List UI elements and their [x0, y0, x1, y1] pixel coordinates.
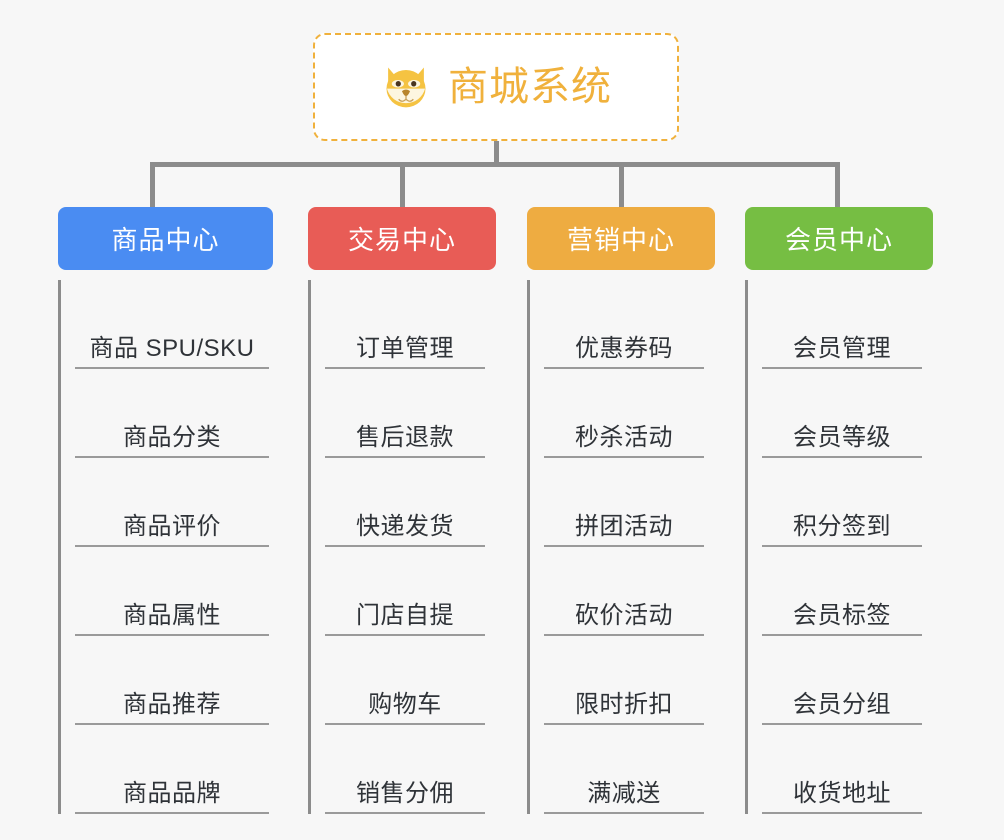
leaf-item[interactable]: 满减送	[544, 725, 704, 814]
leaf-label: 商品属性	[123, 602, 221, 630]
leaf-label: 会员等级	[793, 424, 891, 452]
leaf-item[interactable]: 商品推荐	[75, 636, 269, 725]
leaf-item[interactable]: 优惠券码	[544, 280, 704, 369]
leaf-label: 商品分类	[123, 424, 221, 452]
branch-column-2: 交易中心 订单管理 售后退款 快递发货 门店自提 购物车 销售分佣	[308, 207, 496, 814]
leaf-label: 会员管理	[793, 335, 891, 363]
leaf-label: 销售分佣	[356, 780, 454, 808]
branch-items-1: 商品 SPU/SKU 商品分类 商品评价 商品属性 商品推荐 商品品牌	[58, 280, 273, 814]
leaf-label: 拼团活动	[575, 513, 673, 541]
leaf-label: 购物车	[368, 691, 442, 719]
branch-header-3[interactable]: 营销中心	[527, 207, 715, 270]
root-title: 商城系统	[448, 65, 612, 109]
branch-items-4: 会员管理 会员等级 积分签到 会员标签 会员分组 收货地址	[745, 280, 933, 814]
leaf-label: 商品品牌	[123, 780, 221, 808]
leaf-label: 售后退款	[356, 424, 454, 452]
leaf-item[interactable]: 收货地址	[762, 725, 922, 814]
leaf-label: 商品评价	[123, 513, 221, 541]
branch-column-3: 营销中心 优惠券码 秒杀活动 拼团活动 砍价活动 限时折扣 满减送	[527, 207, 715, 814]
connector-horizontal-bar	[150, 162, 840, 167]
leaf-item[interactable]: 会员标签	[762, 547, 922, 636]
leaf-label: 订单管理	[356, 335, 454, 363]
leaf-item[interactable]: 砍价活动	[544, 547, 704, 636]
leaf-label: 满减送	[587, 780, 661, 808]
leaf-item[interactable]: 会员分组	[762, 636, 922, 725]
leaf-label: 优惠券码	[575, 335, 673, 363]
connector-drop-4	[835, 162, 840, 207]
leaf-label: 砍价活动	[575, 602, 673, 630]
leaf-item[interactable]: 秒杀活动	[544, 369, 704, 458]
leaf-label: 快递发货	[356, 513, 454, 541]
leaf-item[interactable]: 会员等级	[762, 369, 922, 458]
leaf-item[interactable]: 拼团活动	[544, 458, 704, 547]
dog-face-icon	[386, 67, 426, 108]
branch-header-1[interactable]: 商品中心	[58, 207, 273, 270]
leaf-item[interactable]: 商品属性	[75, 547, 269, 636]
branch-header-label: 交易中心	[347, 225, 456, 255]
branch-header-4[interactable]: 会员中心	[745, 207, 933, 270]
branch-header-label: 商品中心	[111, 225, 220, 255]
leaf-item[interactable]: 会员管理	[762, 280, 922, 369]
leaf-item[interactable]: 快递发货	[325, 458, 485, 547]
leaf-label: 秒杀活动	[575, 424, 673, 452]
branch-items-2: 订单管理 售后退款 快递发货 门店自提 购物车 销售分佣	[308, 280, 496, 814]
leaf-item[interactable]: 商品评价	[75, 458, 269, 547]
branch-column-4: 会员中心 会员管理 会员等级 积分签到 会员标签 会员分组 收货地址	[745, 207, 933, 814]
leaf-label: 会员标签	[793, 602, 891, 630]
leaf-label: 限时折扣	[575, 691, 673, 719]
branch-header-2[interactable]: 交易中心	[308, 207, 496, 270]
leaf-item[interactable]: 门店自提	[325, 547, 485, 636]
connector-drop-2	[400, 162, 405, 207]
connector-root-stem	[494, 141, 499, 167]
leaf-label: 门店自提	[356, 602, 454, 630]
branch-items-3: 优惠券码 秒杀活动 拼团活动 砍价活动 限时折扣 满减送	[527, 280, 715, 814]
leaf-item[interactable]: 订单管理	[325, 280, 485, 369]
leaf-label: 商品 SPU/SKU	[89, 335, 255, 363]
leaf-item[interactable]: 售后退款	[325, 369, 485, 458]
leaf-item[interactable]: 销售分佣	[325, 725, 485, 814]
branch-header-label: 营销中心	[566, 225, 675, 255]
leaf-item[interactable]: 商品分类	[75, 369, 269, 458]
leaf-item[interactable]: 购物车	[325, 636, 485, 725]
leaf-label: 积分签到	[793, 513, 891, 541]
leaf-label: 商品推荐	[123, 691, 221, 719]
connector-drop-3	[619, 162, 624, 207]
branch-column-1: 商品中心 商品 SPU/SKU 商品分类 商品评价 商品属性 商品推荐 商品品牌	[58, 207, 273, 814]
root-node[interactable]: 商城系统	[313, 33, 679, 141]
leaf-item[interactable]: 商品 SPU/SKU	[75, 280, 269, 369]
leaf-label: 会员分组	[793, 691, 891, 719]
branch-header-label: 会员中心	[784, 225, 893, 255]
leaf-item[interactable]: 限时折扣	[544, 636, 704, 725]
connector-drop-1	[150, 162, 155, 207]
leaf-item[interactable]: 积分签到	[762, 458, 922, 547]
leaf-item[interactable]: 商品品牌	[75, 725, 269, 814]
leaf-label: 收货地址	[793, 780, 891, 808]
